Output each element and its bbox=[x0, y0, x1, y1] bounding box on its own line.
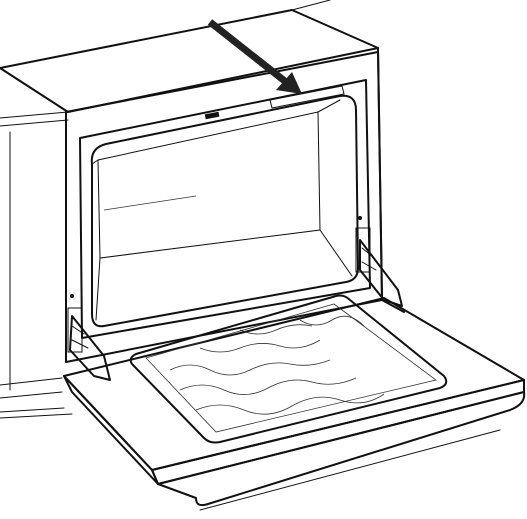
oven-door bbox=[63, 297, 526, 511]
oven-housing bbox=[0, 0, 405, 419]
right-hinge bbox=[355, 216, 403, 307]
oven-cavity bbox=[90, 94, 359, 328]
door-latch-slot bbox=[204, 111, 220, 120]
baking-mat bbox=[129, 294, 448, 444]
highlighted-part bbox=[269, 85, 345, 109]
pointer-arrow bbox=[207, 19, 302, 94]
left-hinge bbox=[67, 294, 111, 381]
oven-front-frame bbox=[65, 51, 383, 363]
